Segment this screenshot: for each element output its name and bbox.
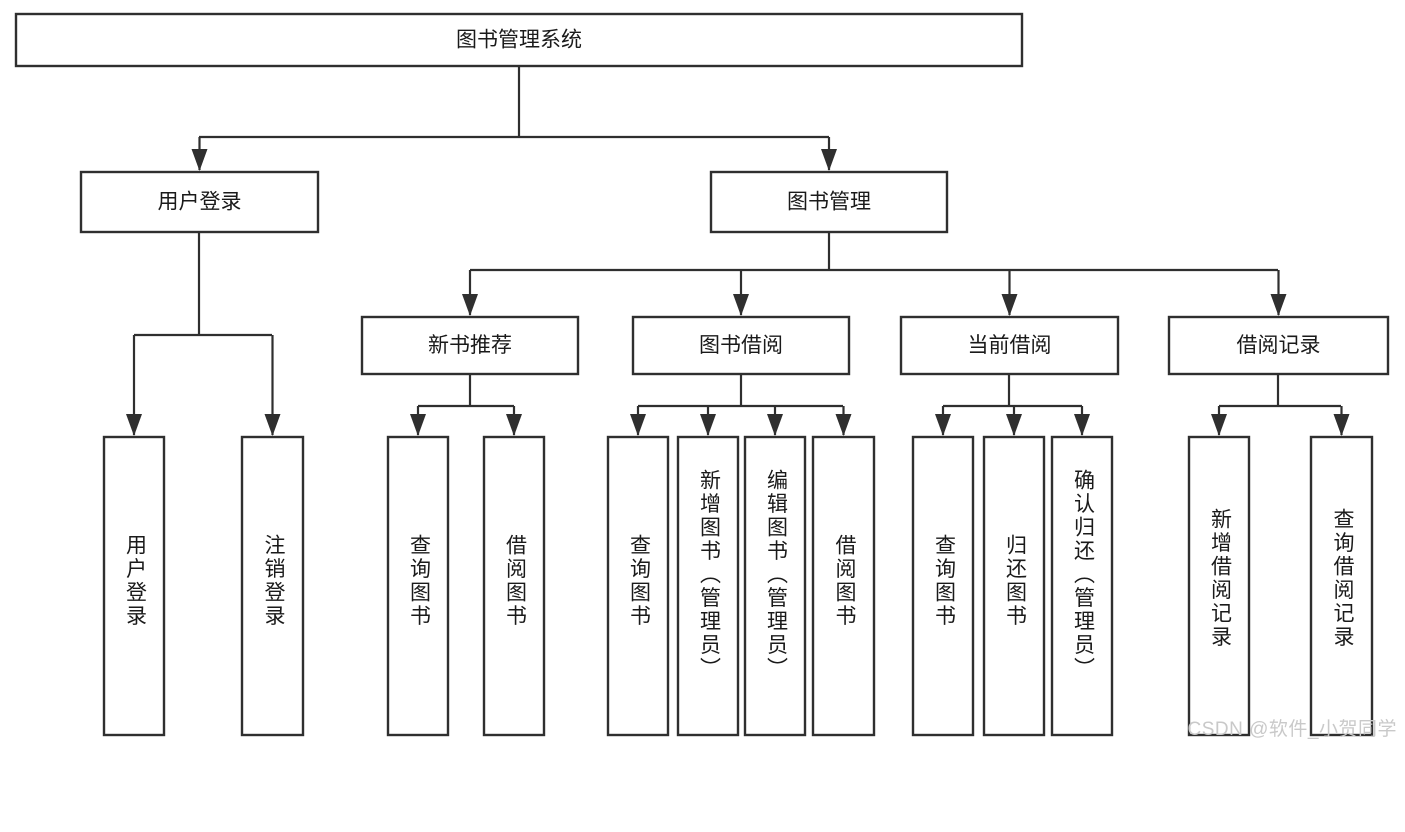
node-box-确认归还管理员[interactable] [1050, 435, 1114, 737]
node-box-用户登录[interactable] [102, 435, 166, 737]
node-box-新增图书管理员[interactable] [676, 435, 740, 737]
arrow-head-icon [1001, 294, 1018, 316]
node-label-借阅记录: 借阅记录 [1237, 334, 1321, 357]
node-box-借阅记录[interactable] [1167, 315, 1390, 376]
node-box-图书管理[interactable] [709, 170, 949, 234]
arrow-head-icon [630, 414, 646, 436]
node-label-新书推荐: 新书推荐 [428, 334, 512, 357]
node-label-图书管理: 图书管理 [787, 191, 871, 214]
arrow-head-icon [462, 294, 478, 316]
node-box-查询图书[interactable] [606, 435, 670, 737]
arrow-head-icon [1270, 294, 1287, 316]
node-box-新增借阅记录[interactable] [1187, 435, 1251, 737]
flowchart-canvas: 图书管理系统用户登录图书管理新书推荐图书借阅当前借阅借阅记录 用户登录注销登录查… [14, 12, 1397, 740]
arrow-head-icon [126, 414, 142, 436]
node-box-注销登录[interactable] [240, 435, 305, 737]
node-box-借阅图书[interactable] [482, 435, 546, 737]
arrow-head-icon [1006, 414, 1022, 436]
node-box-借阅图书[interactable] [811, 435, 876, 737]
nodes-layer [14, 12, 1390, 737]
arrow-head-icon [264, 414, 281, 436]
arrow-head-icon [1333, 414, 1350, 436]
node-label-用户登录: 用户登录 [158, 191, 242, 214]
node-box-新书推荐[interactable] [360, 315, 580, 376]
node-box-当前借阅[interactable] [899, 315, 1120, 376]
node-box-查询借阅记录[interactable] [1309, 435, 1374, 737]
node-box-归还图书[interactable] [982, 435, 1046, 737]
node-box-查询图书[interactable] [911, 435, 975, 737]
arrow-head-icon [767, 414, 783, 436]
arrow-head-icon [506, 414, 522, 436]
csdn-watermark: CSDN @软件_小贺同学 [1187, 719, 1397, 740]
node-box-用户登录[interactable] [79, 170, 320, 234]
node-label-图书管理系统: 图书管理系统 [456, 29, 582, 52]
arrow-head-icon [1074, 414, 1090, 436]
node-box-查询图书[interactable] [386, 435, 450, 737]
node-label-图书借阅: 图书借阅 [699, 334, 783, 357]
arrow-head-icon [700, 414, 716, 436]
node-box-编辑图书管理员[interactable] [743, 435, 807, 737]
arrow-head-icon [835, 414, 852, 436]
arrow-head-icon [935, 414, 951, 436]
arrow-head-icon [1211, 414, 1227, 436]
arrow-head-icon [821, 149, 837, 171]
node-box-图书管理系统[interactable] [14, 12, 1024, 68]
edges-layer [126, 66, 1350, 436]
node-box-图书借阅[interactable] [631, 315, 851, 376]
arrow-head-icon [191, 149, 208, 171]
arrow-head-icon [733, 294, 749, 316]
node-label-当前借阅: 当前借阅 [968, 334, 1052, 357]
arrow-head-icon [410, 414, 426, 436]
